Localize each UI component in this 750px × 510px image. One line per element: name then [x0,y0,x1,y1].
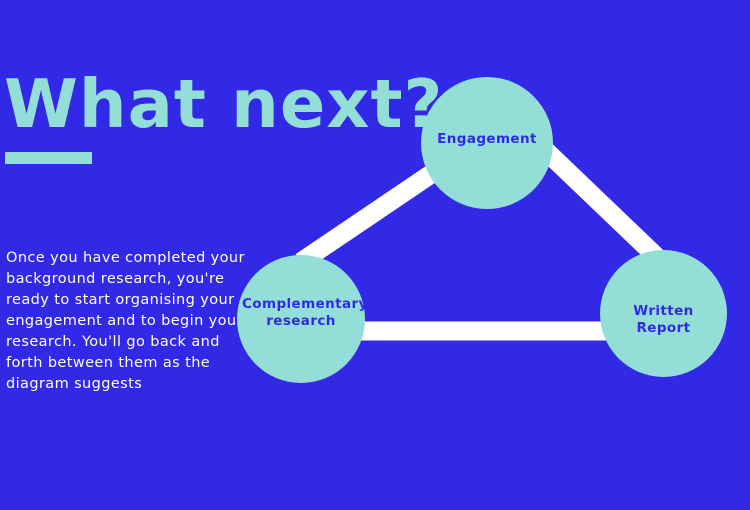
node-label: Engagement [437,131,537,147]
node-complementary-research: Complementary research [237,255,368,383]
body-text: Once you have completed your background … [6,250,245,392]
node-label: Complementary research [242,296,368,329]
node-engagement: Engagement [421,77,553,209]
edge-engagement-written [538,143,669,269]
edge-engagement-complementary [295,160,446,270]
node-written-report: Written Report [600,250,727,377]
title-underline [5,152,92,164]
page-title: What next? [4,65,444,143]
node-label: Written Report [633,302,694,336]
